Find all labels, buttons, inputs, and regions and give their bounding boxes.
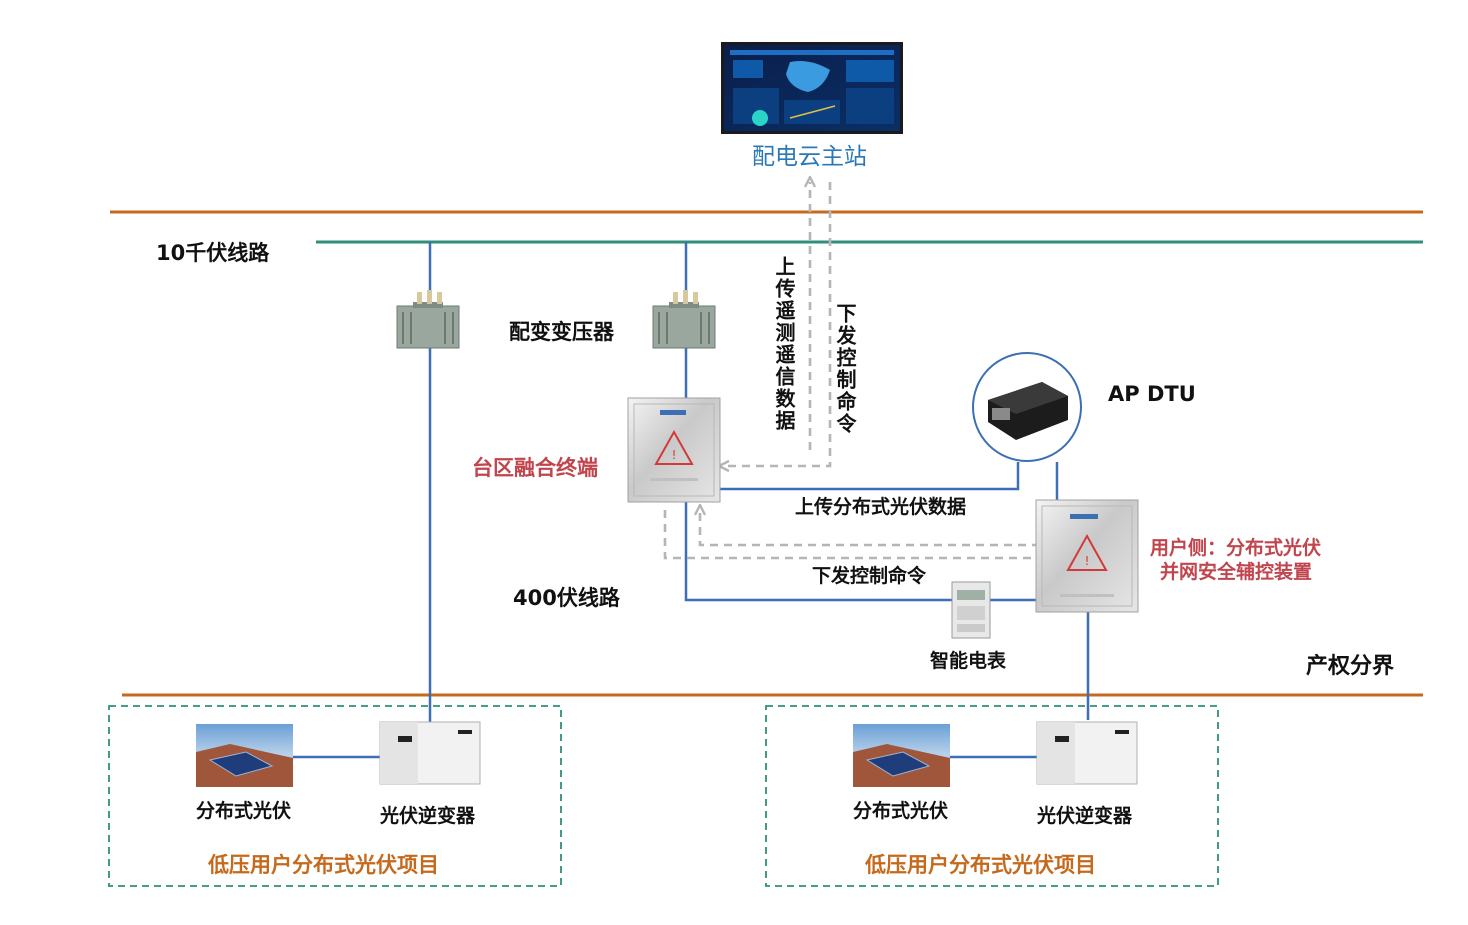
master-station-screen <box>721 42 903 134</box>
inverter-label-right: 光伏逆变器 <box>1037 805 1133 827</box>
area-terminal-cabinet: ! <box>627 397 721 503</box>
project-box-left <box>108 705 562 887</box>
user-side-cabinet: ! <box>1035 499 1139 613</box>
svg-text:!: ! <box>1085 554 1090 568</box>
inverter-left-icon <box>379 721 481 785</box>
ap-dtu-device <box>972 352 1082 462</box>
pv-panel-photo-right <box>853 724 950 787</box>
line-10kv-label: 10千伏线路 <box>156 241 270 265</box>
send-control-bottom-label: 下发控制命令 <box>812 565 927 587</box>
master-station-label: 配电云主站 <box>752 144 867 170</box>
smart-meter-icon <box>951 581 991 639</box>
comm-arrows <box>663 182 1042 558</box>
ap-dtu-label: AP DTU <box>1108 382 1196 406</box>
user-device-label-line2: 并网安全辅控装置 <box>1160 561 1313 583</box>
transformer-icon <box>652 290 716 349</box>
send-control-top-label: 下发控制命令 <box>833 303 857 435</box>
line-400v-label: 400伏线路 <box>513 586 620 610</box>
upload-telemetry-label: 上传遥测遥信数据 <box>772 256 796 432</box>
inverter-label-left: 光伏逆变器 <box>380 805 476 827</box>
svg-text:!: ! <box>672 448 677 462</box>
inverter-right-icon <box>1036 721 1138 785</box>
project-title-left: 低压用户分布式光伏项目 <box>208 853 439 877</box>
project-box-right <box>765 705 1219 887</box>
transformer-label: 配变变压器 <box>509 320 614 344</box>
pv-panel-photo-left <box>196 724 293 787</box>
upload-pv-data-label: 上传分布式光伏数据 <box>795 496 967 518</box>
project-title-right: 低压用户分布式光伏项目 <box>865 853 1096 877</box>
transformer-left-icon <box>396 290 460 349</box>
smart-meter-label: 智能电表 <box>930 650 1007 672</box>
pv-label-left: 分布式光伏 <box>196 800 292 822</box>
property-boundary-label: 产权分界 <box>1306 654 1395 679</box>
pv-label-right: 分布式光伏 <box>853 800 949 822</box>
area-terminal-label: 台区融合终端 <box>472 456 598 480</box>
user-device-label-line1: 用户侧：分布式光伏 <box>1150 537 1322 559</box>
